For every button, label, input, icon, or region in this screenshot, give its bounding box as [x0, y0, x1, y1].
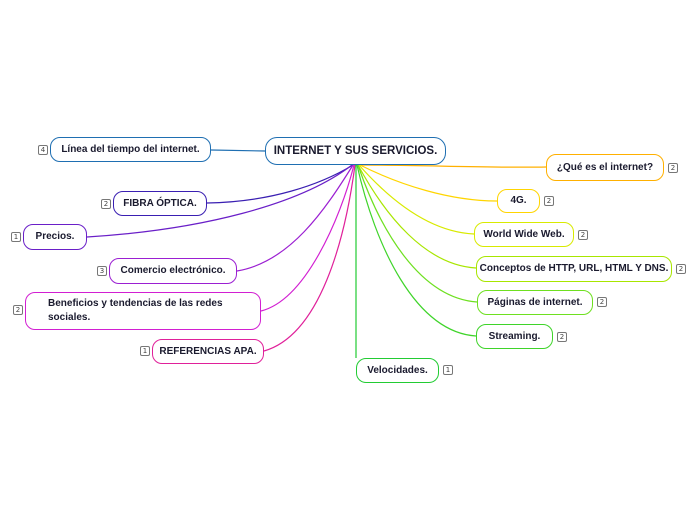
connector-right-2: [358, 164, 475, 235]
connector-right-4: [357, 164, 478, 303]
connector-left-5: [263, 164, 356, 352]
topic-comercio-electronico[interactable]: Comercio electrónico.: [109, 258, 237, 284]
root-node-label: INTERNET Y SUS SERVICIOS.: [273, 145, 438, 157]
topic-referencias-apa[interactable]: REFERENCIAS APA.: [152, 339, 264, 364]
topic-label: Streaming.: [488, 330, 541, 342]
connector-left-3: [236, 164, 354, 272]
topic-label: Comercio electrónico.: [120, 265, 226, 276]
topic-label: World Wide Web.: [483, 228, 565, 240]
topic-world-wide-web[interactable]: World Wide Web.: [474, 222, 574, 247]
topic-conceptos-http[interactable]: Conceptos de HTTP, URL, HTML Y DNS.: [476, 256, 672, 282]
subtopic-count-badge[interactable]: 2: [668, 163, 678, 173]
topic-streaming[interactable]: Streaming.: [476, 324, 553, 349]
root-node[interactable]: INTERNET Y SUS SERVICIOS.: [265, 137, 446, 165]
subtopic-count-badge[interactable]: 2: [578, 230, 588, 240]
connector-left-0: [210, 149, 266, 152]
topic-velocidades[interactable]: Velocidades.: [356, 358, 439, 383]
topic-label: 4G.: [510, 195, 527, 206]
topic-label: ¿Qué es el internet?: [556, 161, 654, 173]
subtopic-count-badge[interactable]: 2: [676, 264, 686, 274]
topic-linea-del-tiempo[interactable]: Línea del tiempo del internet.: [50, 137, 211, 162]
topic-paginas-de-internet[interactable]: Páginas de internet.: [477, 290, 593, 315]
connector-right-1: [359, 164, 498, 202]
subtopic-count-badge[interactable]: 1: [443, 365, 453, 375]
topic-label: REFERENCIAS APA.: [159, 345, 257, 357]
topic-label: Precios.: [35, 231, 75, 242]
topic-label: Línea del tiempo del internet.: [61, 143, 200, 155]
topic-label: Conceptos de HTTP, URL, HTML Y DNS.: [479, 263, 669, 274]
subtopic-count-badge[interactable]: 3: [97, 266, 107, 276]
subtopic-count-badge[interactable]: 2: [101, 199, 111, 209]
connector-right-0: [359, 164, 547, 168]
topic-label: FIBRA ÓPTICA.: [123, 197, 197, 209]
topic-que-es-el-internet[interactable]: ¿Qué es el internet?: [546, 154, 664, 181]
subtopic-count-badge[interactable]: 2: [557, 332, 567, 342]
connector-left-1: [206, 164, 354, 204]
topic-beneficios-redes-sociales[interactable]: Beneficios y tendencias de las redes soc…: [25, 292, 261, 330]
subtopic-count-badge[interactable]: 4: [38, 145, 48, 155]
subtopic-count-badge[interactable]: 2: [13, 305, 23, 315]
subtopic-count-badge[interactable]: 1: [11, 232, 21, 242]
connector-right-5: [356, 164, 477, 337]
topic-precios[interactable]: Precios.: [23, 224, 87, 250]
topic-label: Beneficios y tendencias de las redes soc…: [48, 298, 223, 323]
topic-fibra-optica[interactable]: FIBRA ÓPTICA.: [113, 191, 207, 216]
connector-left-2: [86, 164, 353, 238]
subtopic-count-badge[interactable]: 1: [140, 346, 150, 356]
topic-label: Velocidades.: [367, 364, 428, 376]
connector-left-4: [260, 164, 355, 312]
topic-label: Páginas de internet.: [487, 296, 583, 308]
subtopic-count-badge[interactable]: 2: [597, 297, 607, 307]
connector-right-3: [357, 164, 477, 269]
topic-4g[interactable]: 4G.: [497, 189, 540, 213]
subtopic-count-badge[interactable]: 2: [544, 196, 554, 206]
